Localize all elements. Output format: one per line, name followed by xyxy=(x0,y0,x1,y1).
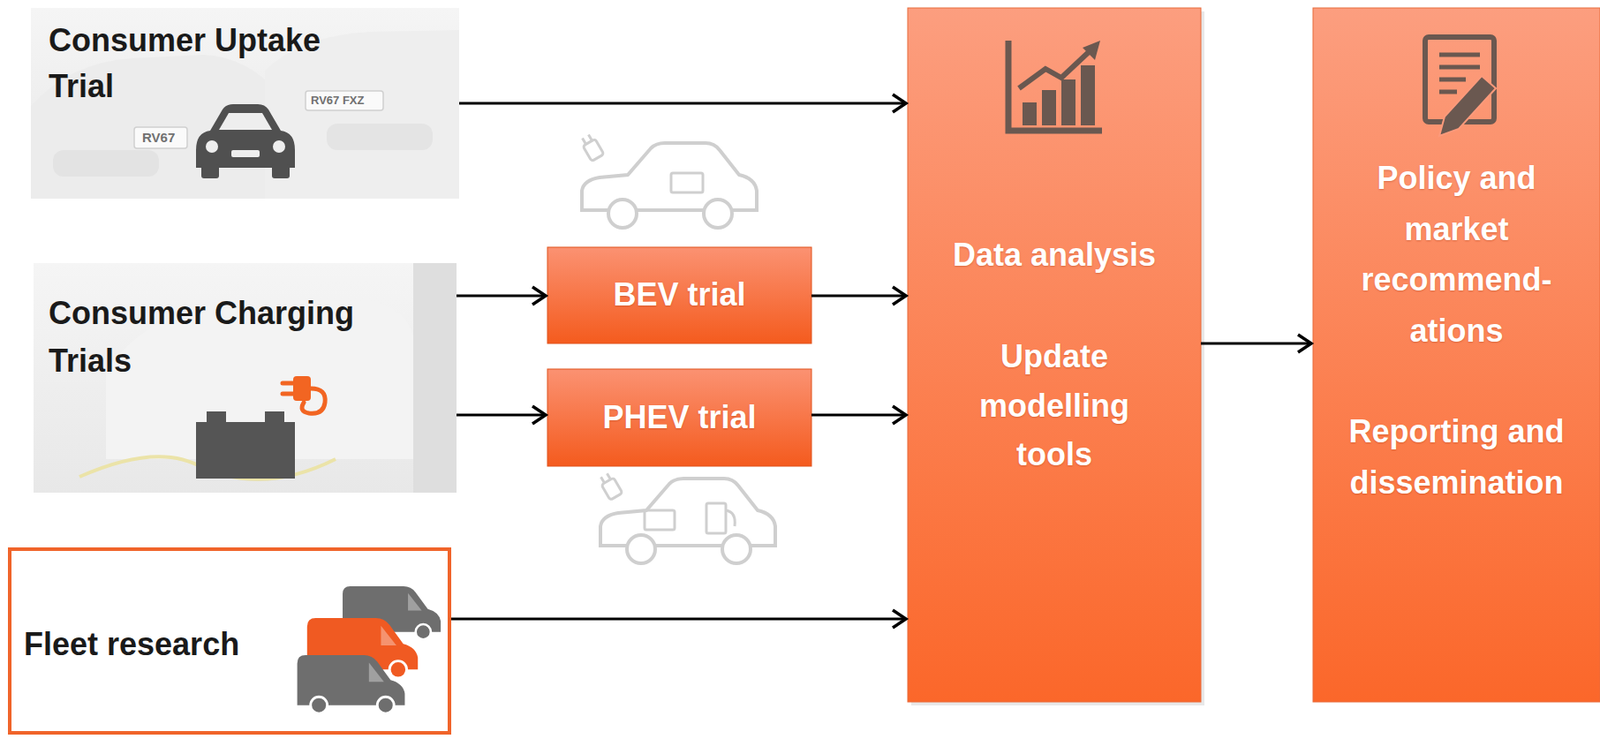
process-box: Data analysisUpdate modelling tools xyxy=(907,7,1201,702)
arrow-connector xyxy=(811,406,906,424)
arrow-connector xyxy=(459,94,906,113)
box-label: BEV trial xyxy=(612,274,746,317)
bev-car-outline xyxy=(579,132,757,228)
panel-title: Consumer Charging Trials xyxy=(48,289,385,385)
chart-icon xyxy=(1008,40,1102,131)
box-fill xyxy=(1313,7,1600,702)
battery-icon xyxy=(196,411,295,479)
photo-panel xyxy=(33,263,457,493)
process-box: Policy and market recommend- ationsRepor… xyxy=(1313,7,1600,702)
box-fill xyxy=(907,7,1201,702)
arrow-connector xyxy=(811,286,906,305)
panel-title: Fleet research xyxy=(23,620,240,669)
report-icon xyxy=(1425,37,1496,136)
panel-title: Consumer Uptake Trial xyxy=(48,17,349,110)
plate-text: RV67 xyxy=(142,129,175,145)
box-text: Policy and market recommend- ations xyxy=(1346,152,1568,356)
arrow-connector xyxy=(451,610,906,628)
photo-panel xyxy=(30,7,460,199)
photo-panel: Consumer Uptake Trial xyxy=(30,7,460,199)
box-fill xyxy=(547,247,812,344)
box-text: Update modelling tools xyxy=(943,332,1165,480)
box-fill xyxy=(547,369,812,467)
outlined-box: Fleet research xyxy=(7,547,452,735)
box-label: PHEV trial xyxy=(602,397,756,439)
plate-text: RV67 FXZ xyxy=(310,93,364,107)
van-icons xyxy=(297,586,442,714)
fleet-outline xyxy=(9,549,450,733)
car-icon xyxy=(196,104,295,179)
box-text: Data analysis xyxy=(917,230,1192,280)
arrow-connector xyxy=(456,406,546,424)
arrow-connector xyxy=(456,286,546,305)
photo-panel: Consumer Charging Trials xyxy=(33,263,457,493)
box-text: Reporting and dissemination xyxy=(1337,406,1577,508)
arrow-connector xyxy=(1200,334,1312,353)
phev-car-outline xyxy=(597,471,776,564)
process-box: BEV trial xyxy=(547,247,812,344)
plug-icon xyxy=(282,376,325,414)
process-box: PHEV trial xyxy=(547,369,812,467)
